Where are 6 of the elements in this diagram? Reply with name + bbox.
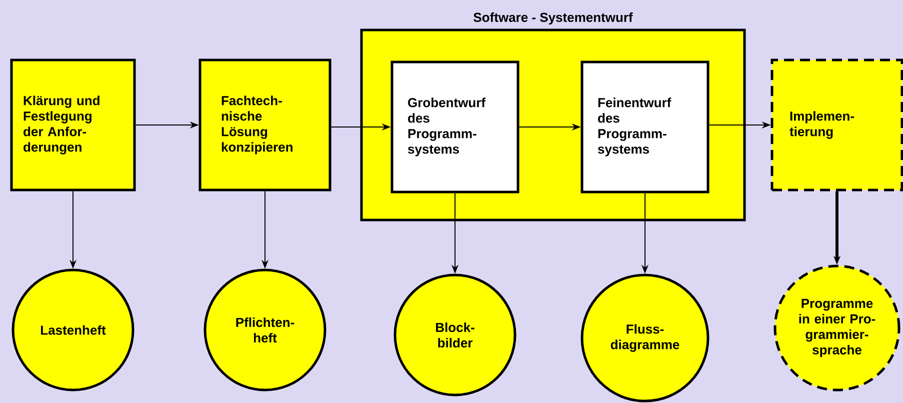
- process-box: Klärung und Festlegung der Anfor- derungen: [10, 58, 136, 192]
- node-label: Software - Systementwurf: [474, 12, 633, 25]
- process-box: Implemen- tierung: [770, 58, 903, 192]
- process-box: Feinentwurf des Programm- systems: [580, 60, 710, 194]
- process-box: Fachtech- nische Lösung konzipieren: [198, 58, 332, 192]
- process-box: Grobentwurf des Programm- systems: [390, 60, 520, 194]
